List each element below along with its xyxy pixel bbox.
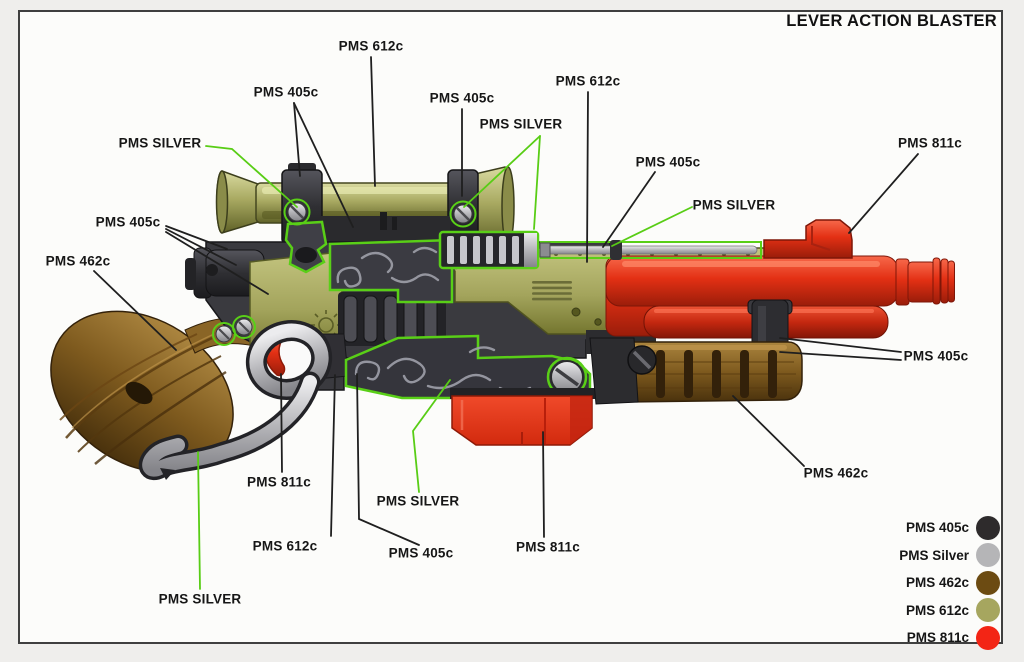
callout-label-pms-silver-upper: PMS SILVER (479, 116, 563, 132)
leader-lines-green (197, 135, 693, 590)
scope-screw-left (283, 198, 311, 226)
callout-label-pms-612c-bottom: PMS 612c (252, 538, 318, 554)
callout-label-pms-462c-left: PMS 462c (45, 253, 111, 269)
callout-label-pms-silver-left: PMS SILVER (118, 135, 202, 151)
rear-sight-red (763, 219, 853, 259)
callout-label-pms-612c-right: PMS 612c (555, 73, 621, 89)
engraved-blob-panel (284, 220, 328, 274)
callout-label-pms-405c-mid-right: PMS 405c (635, 154, 701, 170)
legend-color-swatch (976, 598, 1000, 623)
legend-label: PMS 462c (905, 575, 969, 591)
callout-label-pms-silver-mid: PMS SILVER (692, 197, 776, 213)
callout-label-pms-612c-top: PMS 612c (338, 38, 404, 54)
callout-label-pms-811c-mag: PMS 811c (516, 539, 580, 555)
legend-label: PMS Silver (899, 547, 969, 563)
lever (138, 320, 333, 481)
callout-label-pms-silver-mag: PMS SILVER (376, 493, 460, 509)
callout-label-pms-405c-bottom: PMS 405c (388, 545, 454, 561)
leader-lines-black (93, 56, 919, 546)
legend-color-swatch (976, 570, 1000, 595)
callout-label-pms-405c-upper-left: PMS 405c (253, 84, 319, 100)
scope-screw-right (449, 200, 477, 228)
callout-label-pms-silver-lever: PMS SILVER (158, 591, 242, 607)
legend-label: PMS 811c (906, 630, 969, 646)
legend-color-swatch (976, 515, 1000, 540)
legend-row: PMS 811c (899, 624, 1000, 652)
wood-foregrip (589, 337, 803, 405)
legend-color-swatch (976, 625, 1000, 650)
legend-row: PMS Silver (899, 542, 1000, 570)
legend-label: PMS 405c (905, 520, 969, 536)
callout-label-pms-811c-trigger: PMS 811c (247, 474, 311, 490)
callout-label-pms-405c-upper-mid: PMS 405c (429, 90, 495, 106)
engraved-panel-upper (328, 238, 454, 304)
callout-label-pms-405c-right: PMS 405c (903, 348, 969, 364)
page-title: LEVER ACTION BLASTER (786, 12, 997, 30)
grip-screw-1 (212, 322, 236, 346)
legend-color-swatch (976, 543, 1000, 568)
legend-label: PMS 612c (905, 602, 969, 618)
legend-row: PMS 405c (899, 514, 1000, 542)
grip-screw-2 (232, 315, 256, 339)
magazine (450, 388, 595, 446)
callout-label-pms-811c-top-right: PMS 811c (898, 135, 962, 151)
legend-row: PMS 462c (899, 569, 1000, 597)
legend-row: PMS 612c (899, 597, 1000, 625)
wood-grip (50, 310, 255, 474)
cocking-rod (539, 240, 762, 260)
top-rail (438, 230, 540, 270)
callout-label-pms-462c-right: PMS 462c (803, 465, 869, 481)
muzzle (895, 257, 955, 306)
callout-label-pms-405c-left: PMS 405c (95, 214, 161, 230)
screws (212, 198, 477, 346)
